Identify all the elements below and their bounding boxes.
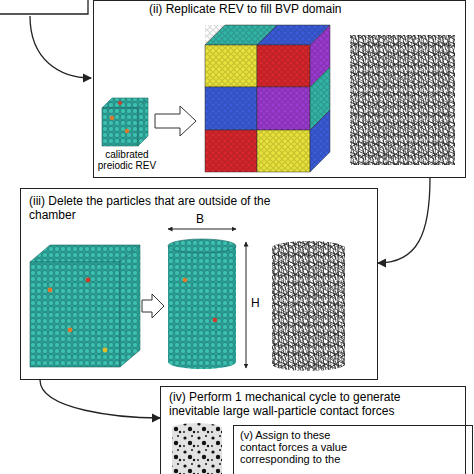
step-text: (ii) Replicate REV to fill BVP domain [149,2,449,16]
step-panel: (ii) Replicate REV to fill BVP domain [93,0,466,178]
step-text: (v) Assign to these contact forces a val… [240,429,368,465]
dimension-label: H [251,297,265,310]
contact-cylinder [172,423,222,474]
particle-cube [30,245,140,367]
particle-cylinder [168,239,236,369]
fiber-cylinder [272,241,345,371]
replicated-cube [205,25,330,172]
open-arrow [142,294,164,318]
step-panel: (iv) Perform 1 mechanical cycle to gener… [160,386,466,474]
dimension-label: B [196,213,210,226]
flow-arrow [40,380,160,418]
figure-label: calibrated preiodic REV [96,149,158,171]
flow-arrow [30,16,91,78]
dimension-arrow [246,242,247,368]
sub-step-box: (v) Assign to these contact forces a val… [233,425,473,474]
flow-arrow [378,178,430,263]
step-text: (iv) Perform 1 mechanical cycle to gener… [169,390,435,418]
fiber-network [350,35,455,165]
step-text: (iii) Delete the particles that are outs… [29,194,291,222]
dimension-arrow [168,229,236,230]
panel-remnant [0,0,88,14]
open-arrow [155,106,196,136]
rev-cube [102,98,148,146]
